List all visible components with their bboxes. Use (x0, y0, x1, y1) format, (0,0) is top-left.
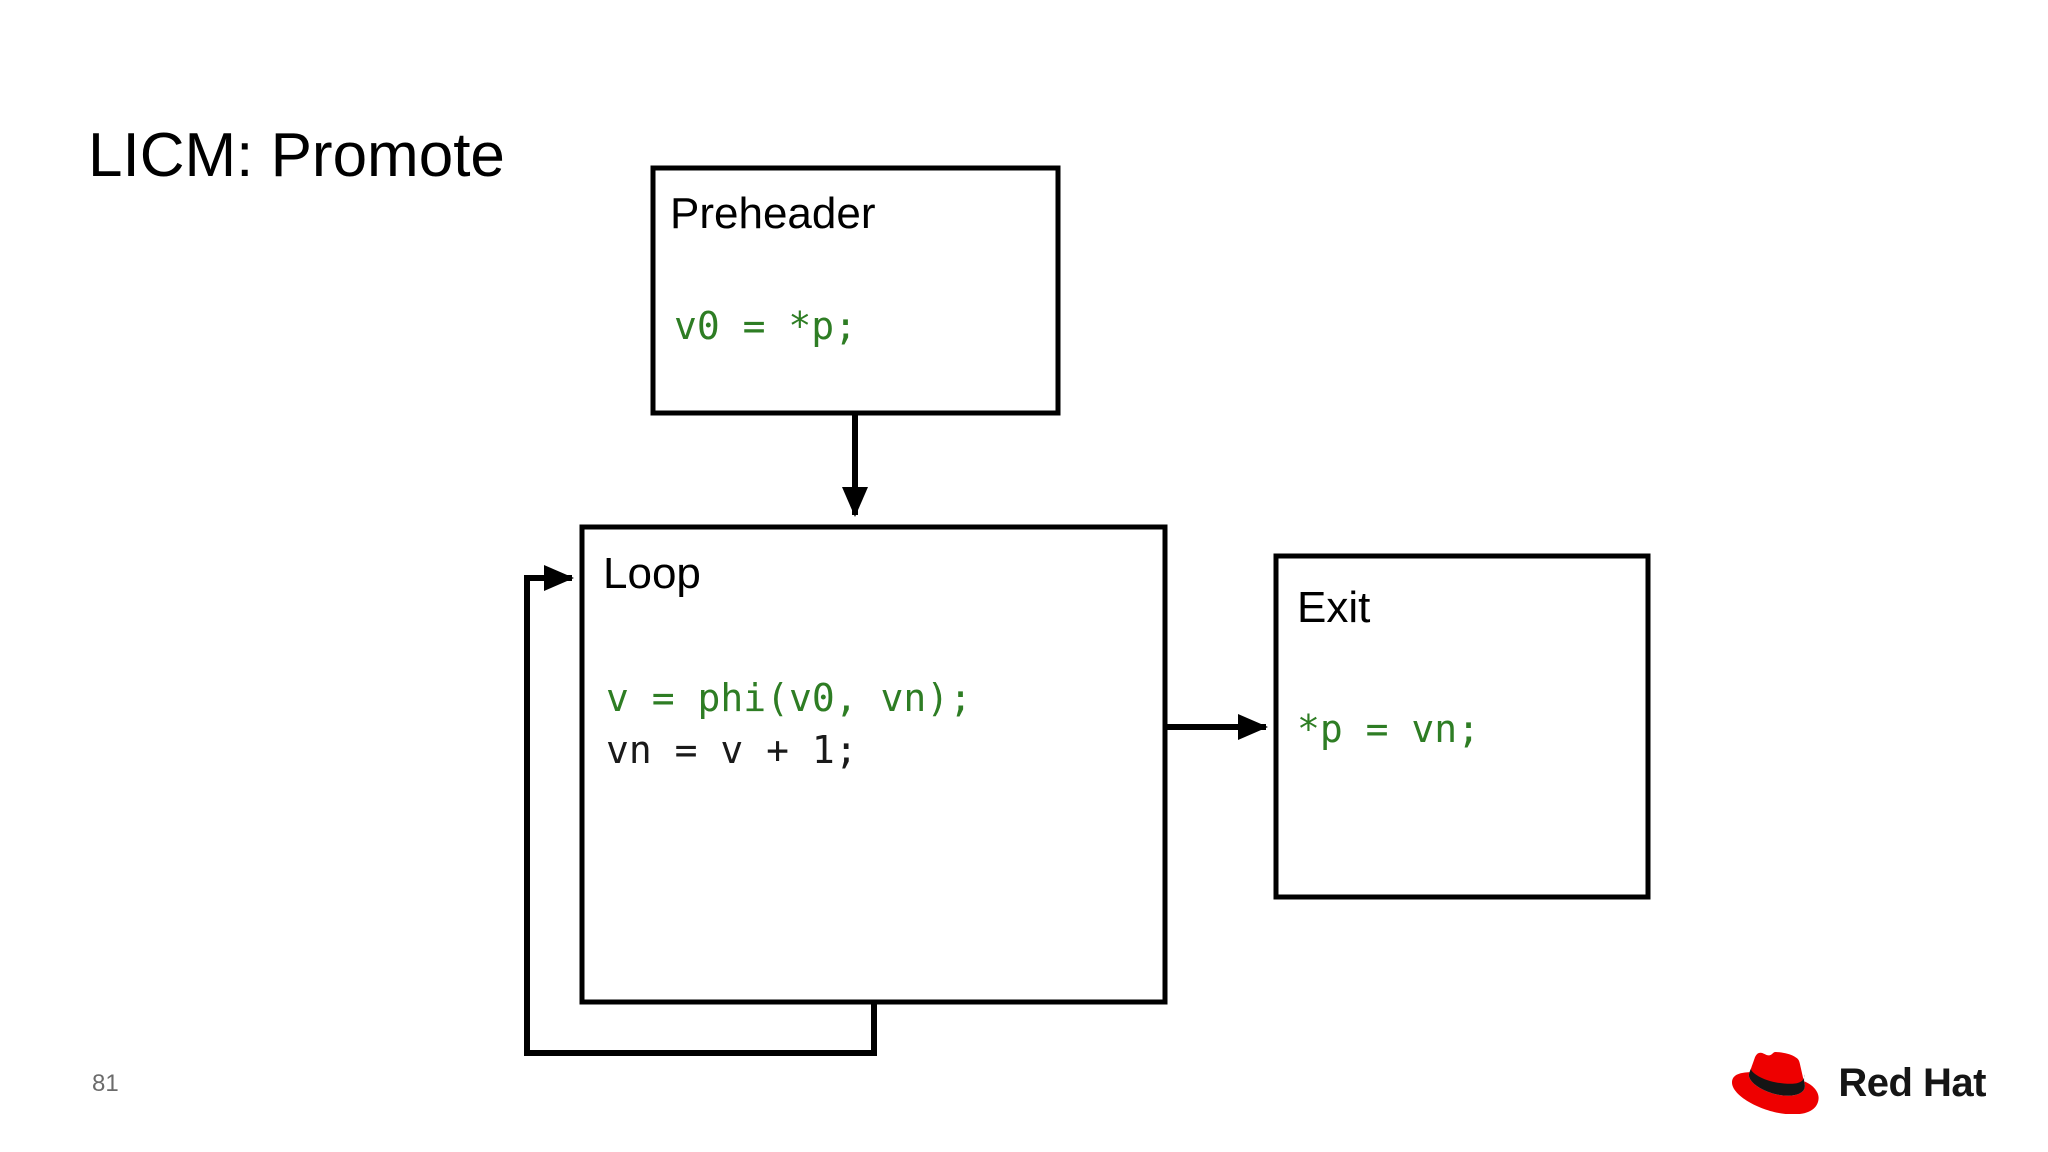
block-preheader-box (650, 165, 1061, 416)
red-hat-fedora-icon (1732, 1052, 1819, 1114)
page-number: 81 (92, 1070, 119, 1097)
code-line-loop-1: vn = v + 1; (606, 728, 858, 772)
edge-loop-back-edge (524, 565, 877, 1056)
block-exit-box (1273, 553, 1651, 900)
block-label-exit: Exit (1297, 583, 1371, 632)
red-hat-logo: Red Hat (1732, 1052, 1986, 1114)
code-line-loop-0: v = phi(v0, vn); (606, 676, 973, 720)
code-line-exit-0: *p = vn; (1297, 707, 1481, 751)
page-title: LICM: Promote (88, 121, 505, 190)
block-loop-box (579, 524, 1168, 1005)
block-label-preheader: Preheader (670, 189, 876, 238)
red-hat-logo-text: Red Hat (1838, 1060, 1986, 1105)
block-label-loop: Loop (603, 549, 701, 598)
code-line-preheader-0: v0 = *p; (674, 304, 858, 348)
